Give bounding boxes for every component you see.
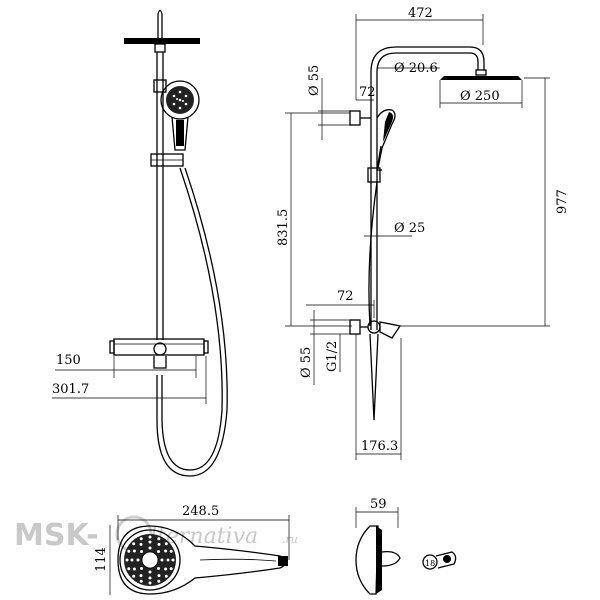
front-mixer-knob-right — [203, 340, 209, 354]
side-rain-head — [440, 76, 522, 80]
side-dim-bracket-spacing: 831.5 — [276, 209, 291, 246]
side-mixer-outlet — [367, 320, 381, 334]
nozzle-dot — [160, 558, 164, 562]
nozzle-dot — [132, 574, 136, 578]
nozzle-dot — [125, 558, 129, 562]
nozzle-dot — [139, 542, 143, 546]
nozzle-dot — [139, 579, 143, 583]
hand-shower-body — [117, 525, 286, 595]
front-rain-head — [124, 38, 200, 44]
head-section-profile — [355, 525, 379, 595]
hand-shower-nozzles — [125, 535, 175, 585]
nozzle-dot — [127, 549, 131, 553]
watermark-brand: MSK- — [14, 518, 99, 553]
side-hand-shower-face — [383, 112, 394, 142]
nozzle-dot — [136, 558, 140, 562]
front-hand-shower-face — [160, 80, 200, 120]
nozzle-dot — [132, 567, 136, 571]
nozzle-dot — [148, 540, 152, 544]
nozzle-dot — [166, 558, 170, 562]
head-section-nut — [381, 550, 401, 567]
side-dim-top-offset: 72 — [359, 85, 376, 100]
front-dim-mixer-width: 150 — [56, 353, 81, 368]
side-slider — [367, 167, 381, 183]
nozzle-dot — [171, 558, 175, 562]
front-arm-top — [157, 9, 163, 38]
side-dim-bottom-bracket: Ø 55 — [299, 347, 314, 378]
nozzle-dot — [164, 542, 168, 546]
side-dim-riser-pipe: Ø 25 — [394, 221, 425, 236]
side-dim-depth: 176.3 — [361, 439, 398, 454]
side-dim-arm-pipe: Ø 20.6 — [394, 61, 438, 76]
nozzle-dot — [148, 576, 152, 580]
side-dim-head-diameter: Ø 250 — [460, 89, 500, 104]
watermark-suffix: .ru — [282, 533, 298, 546]
front-nozzle-dots — [172, 90, 188, 110]
side-head-joint — [475, 69, 487, 76]
side-hose — [368, 181, 378, 327]
side-top-bracket — [349, 110, 361, 126]
nozzle-dot — [148, 581, 152, 585]
nozzle-dot — [164, 549, 168, 553]
hand-shower-center — [141, 551, 159, 569]
front-dim-mixer-total: 301.7 — [52, 382, 89, 397]
nozzle-dot — [169, 567, 173, 571]
nozzle-dot — [132, 549, 136, 553]
side-dim-arm-length: 472 — [408, 6, 433, 21]
nozzle-dot — [164, 567, 168, 571]
nozzle-dot — [157, 542, 161, 546]
nut-icon — [422, 554, 438, 570]
nozzle-dot — [157, 537, 161, 541]
hand-dim-width: 114 — [94, 547, 109, 572]
nozzle-dot — [130, 558, 134, 562]
side-bottom-bracket — [349, 319, 361, 335]
nozzle-dot — [169, 549, 173, 553]
nozzle-dot — [139, 574, 143, 578]
head-section-face — [376, 526, 382, 594]
front-handle-grip — [176, 120, 184, 146]
nozzle-dot — [157, 550, 160, 553]
front-mixer-outlet — [153, 342, 167, 356]
head-dim-thickness: 59 — [370, 497, 387, 512]
nozzle-dot — [140, 550, 143, 553]
nozzle-dot — [157, 567, 160, 570]
front-head-connector — [154, 43, 166, 53]
nozzle-dot — [140, 567, 143, 570]
side-dim-thread: G1/2 — [325, 341, 340, 372]
nozzle-dot — [157, 574, 161, 578]
nozzle-dot — [139, 537, 143, 541]
nozzle-dot — [157, 579, 161, 583]
front-top-bracket — [153, 79, 167, 93]
side-hose-bottom — [369, 333, 379, 421]
front-mixer-body — [113, 338, 205, 356]
head-dim-nut: 18 — [425, 559, 435, 568]
side-arm-inner — [376, 52, 479, 330]
hand-shower-connector — [278, 556, 288, 566]
front-view: 150 301.7 — [52, 9, 228, 477]
side-view: 472 Ø 20.6 Ø 250 977 Ø 55 72 — [276, 6, 570, 460]
front-mixer-hose-connector — [153, 356, 167, 369]
side-arm-outer — [370, 46, 485, 330]
hand-shower-detail: 248.5 114 — [94, 504, 290, 595]
front-hose-outer — [161, 167, 223, 471]
side-dim-bottom-offset: 72 — [337, 289, 354, 304]
head-section-detail: 59 18 — [355, 497, 457, 595]
nozzle-dot — [164, 574, 168, 578]
front-mixer-knob-left — [109, 340, 115, 354]
nozzle-dot — [148, 535, 152, 539]
side-dim-total-height: 977 — [555, 189, 570, 214]
side-mixer-handle — [379, 321, 402, 339]
front-hand-shower-handle — [171, 116, 189, 151]
side-hand-shower-outer — [376, 109, 396, 169]
nozzle-dot — [148, 570, 152, 574]
nozzle-dot — [148, 546, 152, 550]
hand-shower-face — [119, 529, 181, 591]
side-dim-top-bracket: Ø 55 — [307, 65, 322, 96]
nozzle-dot — [132, 542, 136, 546]
nozzle-dot — [127, 567, 131, 571]
front-hose-inner — [156, 167, 228, 477]
hand-dim-length: 248.5 — [182, 504, 219, 519]
